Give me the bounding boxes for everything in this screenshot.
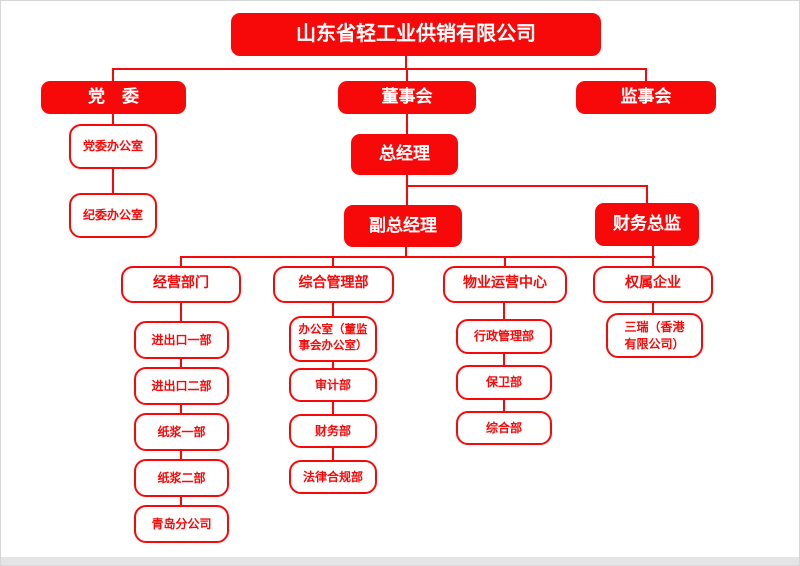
connector-line [112,68,647,70]
org-node-discipline-office: 纪委办公室 [69,193,157,238]
connector-line [332,362,334,368]
org-node-group-operations: 经营部门 [121,266,241,303]
org-node-pulp-2: 纸浆二部 [134,459,229,497]
connector-line [180,405,182,413]
connector-line [645,70,647,81]
org-node-pulp-1: 纸浆一部 [134,413,229,451]
org-node-import-export-1: 进出口一部 [134,321,229,359]
org-node-party-office: 党委办公室 [69,124,157,169]
connector-line [332,303,334,316]
org-node-group-general-admin: 综合管理部 [273,266,394,303]
connector-line [180,497,182,505]
org-node-general-manager: 总经理 [351,134,458,175]
org-node-finance-director: 财务总监 [595,203,699,246]
connector-line [503,303,505,319]
connector-line [332,448,334,460]
connector-line [652,303,654,313]
connector-line [112,169,114,193]
connector-line [180,256,655,258]
org-node-office-board-office: 办公室（董监 事会办公室） [289,316,377,362]
connector-line [406,185,648,187]
org-node-party-committee: 党 委 [41,81,186,114]
org-node-sanrui-hongkong: 三瑞（香港 有限公司） [606,313,703,358]
connector-line [405,56,407,70]
org-node-import-export-2: 进出口二部 [134,367,229,405]
connector-line [112,70,114,81]
connector-line [406,70,408,81]
connector-line [180,303,182,321]
connector-line [503,354,505,365]
org-node-finance-dept: 财务部 [289,414,377,448]
org-node-admin-management-dept: 行政管理部 [456,319,552,354]
connector-line [332,258,334,266]
org-node-group-property-center: 物业运营中心 [443,266,567,303]
org-node-board-of-directors: 董事会 [338,81,476,114]
connector-line [504,258,506,266]
connector-line [180,451,182,459]
connector-line [180,258,182,266]
connector-line [180,359,182,367]
org-node-qingdao-branch: 青岛分公司 [134,505,229,543]
org-node-security-dept: 保卫部 [456,365,552,400]
connector-line [406,114,408,134]
org-node-company-title: 山东省轻工业供销有限公司 [231,13,601,56]
connector-line [406,175,408,205]
connector-line [503,400,505,411]
org-node-comprehensive-dept: 综合部 [456,411,552,445]
connector-line [405,247,407,257]
org-node-deputy-general-manager: 副总经理 [344,205,462,247]
connector-line [652,258,654,266]
page-bottom-strip [1,557,799,565]
connector-line [112,114,114,124]
connector-line [652,246,654,257]
org-node-group-subsidiaries: 权属企业 [593,266,713,303]
org-node-legal-compliance-dept: 法律合规部 [289,460,377,494]
connector-line [646,187,648,203]
org-node-audit-dept: 审计部 [289,368,377,402]
org-node-supervisory-board: 监事会 [576,81,716,114]
connector-line [332,402,334,414]
